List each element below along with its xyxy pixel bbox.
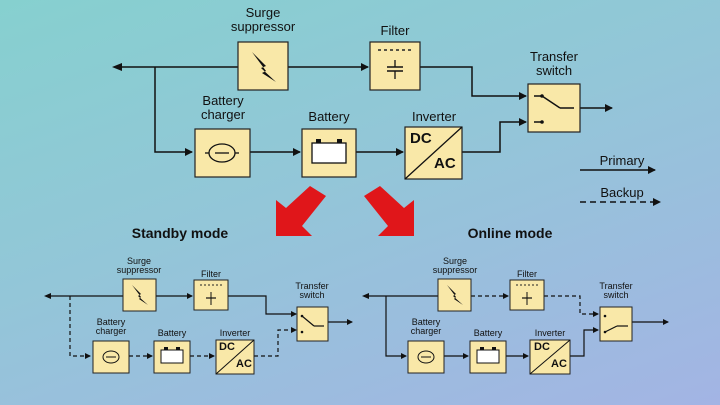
primary-line-filter-switch: [420, 66, 527, 100]
standby-battery-label: Battery: [157, 328, 187, 338]
online-battery-icon: [476, 347, 500, 364]
online-switch-icon: [603, 314, 628, 334]
standby-capacitor-icon: [200, 284, 222, 305]
online-diagram: [362, 278, 669, 375]
standby-inverter-dc-label: DC: [219, 341, 235, 353]
online-inverter-ac-label: AC: [551, 358, 567, 370]
battery-label: Battery: [308, 109, 350, 124]
standby-line-filter-switch: [228, 295, 297, 317]
online-inverter-label: Inverter: [534, 328, 566, 338]
standby-filter-label: Filter: [201, 269, 221, 279]
standby-title: Standby mode: [131, 225, 229, 241]
online-surge-suppressor-label: Surge suppressor: [432, 256, 478, 276]
online-transfer-switch-label: Transfer switch: [599, 281, 633, 301]
standby-inverter-label: Inverter: [219, 328, 251, 338]
inverter-dc-label: DC: [410, 130, 432, 147]
standby-diagram: [44, 278, 353, 375]
standby-backup-inverter-switch: [254, 327, 297, 357]
legend-backup-label: Backup: [600, 185, 644, 200]
transfer-switch-label: Transfer switch: [530, 49, 578, 78]
standby-transfer-switch-label: Transfer switch: [295, 281, 329, 301]
standby-switch-icon: [300, 314, 324, 334]
inverter-block: [404, 126, 463, 180]
legend-primary-label: Primary: [599, 153, 645, 168]
battery-charger-block: [194, 128, 251, 178]
online-lightning-icon: [447, 285, 463, 305]
online-backup-filter-switch: [544, 295, 599, 317]
online-line-inverter-switch: [570, 327, 599, 357]
backup-line-input-charger: [154, 67, 193, 156]
input-terminal-icon: [112, 63, 122, 71]
standby-charger-icon: [102, 350, 120, 364]
online-input-terminal-icon: [362, 293, 369, 299]
standby-battery-icon: [160, 347, 184, 364]
lightning-icon: [252, 52, 276, 82]
standby-surge-suppressor-block: [122, 278, 157, 312]
battery-icon: [311, 139, 347, 164]
online-line-input-charger: [385, 296, 407, 359]
online-inverter-diagonal: [529, 339, 571, 375]
standby-inverter-diagonal: [215, 339, 255, 375]
standby-backup-input-charger: [69, 296, 91, 359]
online-capacitor-icon: [516, 284, 538, 305]
standby-lightning-icon: [132, 285, 148, 305]
online-inverter-dc-label: DC: [534, 341, 550, 353]
online-title: Online mode: [467, 225, 553, 241]
inverter-label: Inverter: [411, 109, 457, 124]
surge-suppressor-label: Surge suppressor: [230, 5, 296, 34]
surge-suppressor-block: [237, 41, 289, 91]
standby-input-terminal-icon: [44, 293, 51, 299]
battery-block: [301, 128, 357, 178]
inverter-ac-label: AC: [434, 155, 456, 172]
online-battery-label: Battery: [473, 328, 503, 338]
standby-surge-suppressor-label: Surge suppressor: [116, 256, 162, 276]
arrow-to-standby-icon: [276, 186, 326, 236]
battery-charger-label: Battery charger: [200, 93, 246, 122]
filter-block: [369, 41, 421, 91]
switch-icon: [534, 94, 574, 124]
inverter-diagonal: [404, 126, 463, 180]
online-charger-icon: [417, 350, 435, 364]
charger-icon: [205, 143, 239, 163]
arrow-to-online-icon: [364, 186, 414, 236]
transfer-switch-block: [527, 83, 581, 133]
filter-label: Filter: [380, 23, 410, 38]
standby-inverter-ac-label: AC: [236, 358, 252, 370]
online-battery-charger-label: Battery charger: [410, 317, 442, 337]
capacitor-icon: [387, 60, 403, 79]
standby-battery-charger-label: Battery charger: [95, 317, 127, 337]
top-diagram: [112, 41, 661, 206]
line-inverter-switch: [462, 118, 527, 153]
online-filter-label: Filter: [517, 269, 537, 279]
online-transfer-switch-block: [599, 306, 633, 342]
